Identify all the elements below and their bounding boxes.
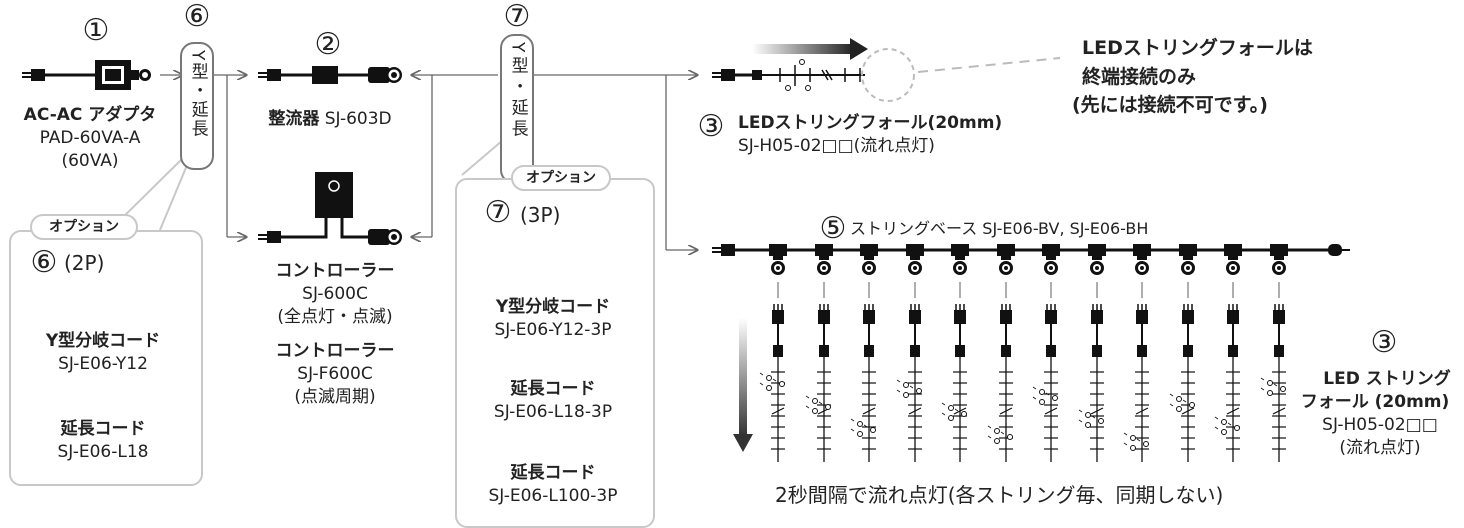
opt3p-ext-label: 延長コード SJ-E06-L18-3P xyxy=(456,378,650,424)
led-right-spec: (流れ点灯) xyxy=(1339,437,1421,458)
adapter-title: AC-AC アダプタ xyxy=(23,105,157,125)
rectifier-drawing xyxy=(258,66,402,84)
opt3p-ext2-model: SJ-E06-L100-3P xyxy=(488,485,618,506)
led-right-title-2: フォール (20mm) xyxy=(1300,391,1450,412)
opt3p-y-title: Y型分岐コード xyxy=(495,297,611,317)
opt2p-ext-title: 延長コード xyxy=(60,419,146,439)
controller2-title: コントローラー xyxy=(275,341,395,361)
led-top-label: LEDストリングフォール(20mm) SJ-H05-02□□(流れ点灯) xyxy=(738,112,1002,158)
y-ext-pill-label: Y型・延長 xyxy=(187,50,208,139)
option-label-3p: オプション xyxy=(511,165,611,191)
string-drop xyxy=(805,244,833,462)
controller-drawing xyxy=(258,172,402,245)
rectifier-label: 整流器 SJ-603D xyxy=(250,108,410,131)
option-box-2p xyxy=(9,230,203,486)
opt3p-header: (3P) xyxy=(520,203,561,227)
note-line-2: 終端接続のみ xyxy=(1082,65,1197,88)
string-drop xyxy=(1260,244,1288,462)
opt3p-ext-title: 延長コード xyxy=(510,379,596,399)
ac-adapter-drawing xyxy=(22,60,151,90)
option-box-3p xyxy=(455,178,655,528)
opt2p-header: (2P) xyxy=(64,251,105,275)
note-line-3: (先には接続不可です。) xyxy=(1072,94,1268,116)
number-6-top: ⑥ xyxy=(183,0,211,34)
controller1-spec: (全点灯・点滅) xyxy=(277,306,393,327)
y-ext-pill-label: Y型・延長 xyxy=(507,42,528,141)
opt3p-y-model: SJ-E06-Y12-3P xyxy=(494,319,612,340)
led-right-model: SJ-H05-02□□ xyxy=(1322,414,1438,435)
string-drop xyxy=(941,244,969,462)
adapter-spec: (60VA) xyxy=(61,150,119,171)
y-ext-pill-2p: Y型・延長 xyxy=(180,42,214,170)
controller1-label: コントローラー SJ-600C (全点灯・点滅) xyxy=(250,260,420,329)
opt3p-ext2-title: 延長コード xyxy=(510,463,596,483)
number-5: ⑤ xyxy=(819,211,847,246)
string-drop xyxy=(1214,244,1242,462)
rectifier-title: 整流器 xyxy=(268,109,320,129)
opt2p-y-label: Y型分岐コード SJ-E06-Y12 xyxy=(10,330,196,376)
termination-note: LEDストリングフォールは 終端接続のみ (先には接続不可です。) xyxy=(1072,34,1313,120)
opt2p-y-model: SJ-E06-Y12 xyxy=(58,353,148,374)
string-drop xyxy=(850,244,878,462)
opt3p-y-label: Y型分岐コード SJ-E06-Y12-3P xyxy=(456,296,650,342)
option-label-2p: オプション xyxy=(30,214,138,240)
string-drop xyxy=(759,244,787,462)
opt2p-ext-label: 延長コード SJ-E06-L18 xyxy=(10,418,196,464)
number-3-top: ③ xyxy=(697,109,725,144)
led-top-model: SJ-H05-02□□(流れ点灯) xyxy=(738,135,935,156)
number-7-top: ⑦ xyxy=(503,0,531,34)
rectifier-model: SJ-603D xyxy=(324,109,392,129)
string-drop xyxy=(1169,244,1197,462)
string-drop xyxy=(987,244,1015,462)
number-1: ① xyxy=(82,13,110,48)
led-top-title: LEDストリングフォール(20mm) xyxy=(738,113,1003,133)
number-2: ② xyxy=(314,27,342,62)
opt2p-ext-model: SJ-E06-L18 xyxy=(57,441,149,462)
string-drop xyxy=(1078,244,1106,462)
adapter-label: AC-AC アダプタ PAD-60VA-A (60VA) xyxy=(0,104,180,173)
flow-down-arrow xyxy=(733,318,753,452)
controller2-label: コントローラー SJ-F600C (点滅周期) xyxy=(250,340,420,409)
note-line-1: LEDストリングフォールは xyxy=(1082,37,1313,59)
led-right-title-1: LED ストリング xyxy=(1323,369,1451,389)
controller2-spec: (点滅周期) xyxy=(294,386,376,407)
number-3-right: ③ xyxy=(1370,325,1398,360)
y-ext-pill-3p: Y型・延長 xyxy=(500,34,534,184)
opt3p-ext-model: SJ-E06-L18-3P xyxy=(493,401,613,422)
led-top-drawing xyxy=(712,38,1061,102)
controller2-model: SJ-F600C xyxy=(297,363,373,384)
opt2p-y-title: Y型分岐コード xyxy=(45,331,161,351)
string-drop xyxy=(1032,244,1060,462)
string-base-label: ストリングベース SJ-E06-BV, SJ-E06-BH xyxy=(850,219,1149,238)
wiring-lines xyxy=(160,75,697,250)
adapter-model: PAD-60VA-A xyxy=(39,127,141,148)
string-drop xyxy=(1123,244,1151,462)
string-base-drawing xyxy=(712,244,1350,256)
string-drop xyxy=(896,244,924,462)
opt3p-ext2-label: 延長コード SJ-E06-L100-3P xyxy=(456,462,650,508)
number-7-opt: ⑦ xyxy=(484,195,512,230)
led-right-label: LED ストリング フォール (20mm) SJ-H05-02□□ (流れ点灯) xyxy=(1300,368,1460,460)
flow-caption: 2秒間隔で流れ点灯(各ストリング毎、同期しない) xyxy=(775,483,1224,507)
controller1-title: コントローラー xyxy=(275,261,395,281)
controller1-model: SJ-600C xyxy=(302,283,368,304)
number-6-opt: ⑥ xyxy=(30,245,58,280)
string-drops xyxy=(759,244,1288,462)
